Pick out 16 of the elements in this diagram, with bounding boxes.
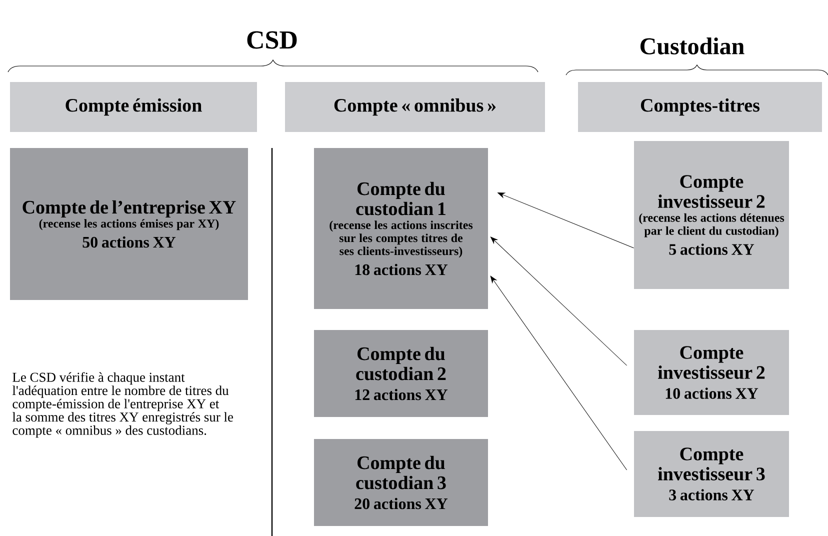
header-box: Comptes-titres [578,82,822,132]
account-box: Compte du custodian 2 12 actions XY [314,330,488,417]
account-box: Compte investisseur 3 3 actions XY [634,431,789,517]
header-box: Compte émission [10,82,257,132]
header-box: Compte « omnibus » [285,82,545,132]
account-box: Compte investisseur 2 10 actions XY [634,330,789,415]
note-text: Le CSD vérifie à chaque instant l'adéquation entre le nombre de titres du compte-émission de l'entreprise XY et la somme des titres XY enregistrés sur le compte « omnibus » des custodians. [12,372,234,438]
group-heading: CSD [247,31,297,49]
account-box: Compte investisseur 2 (recense les actions détenues par le client du custodian) 5 actions XY [634,141,789,289]
arrow [498,192,634,248]
account-box: Compte du custodian 1 (recense les actions inscrites sur les comptes titres de ses clients-investisseurs) 18 actions XY [314,148,488,309]
arrow [490,236,628,366]
account-box: Compte de l’entreprise XY (recense les actions émises par XY) 50 actions XY [10,148,248,300]
account-box: Compte du custodian 3 20 actions XY [314,439,488,526]
group-heading: Custodian [640,38,744,54]
arrow [490,276,628,470]
